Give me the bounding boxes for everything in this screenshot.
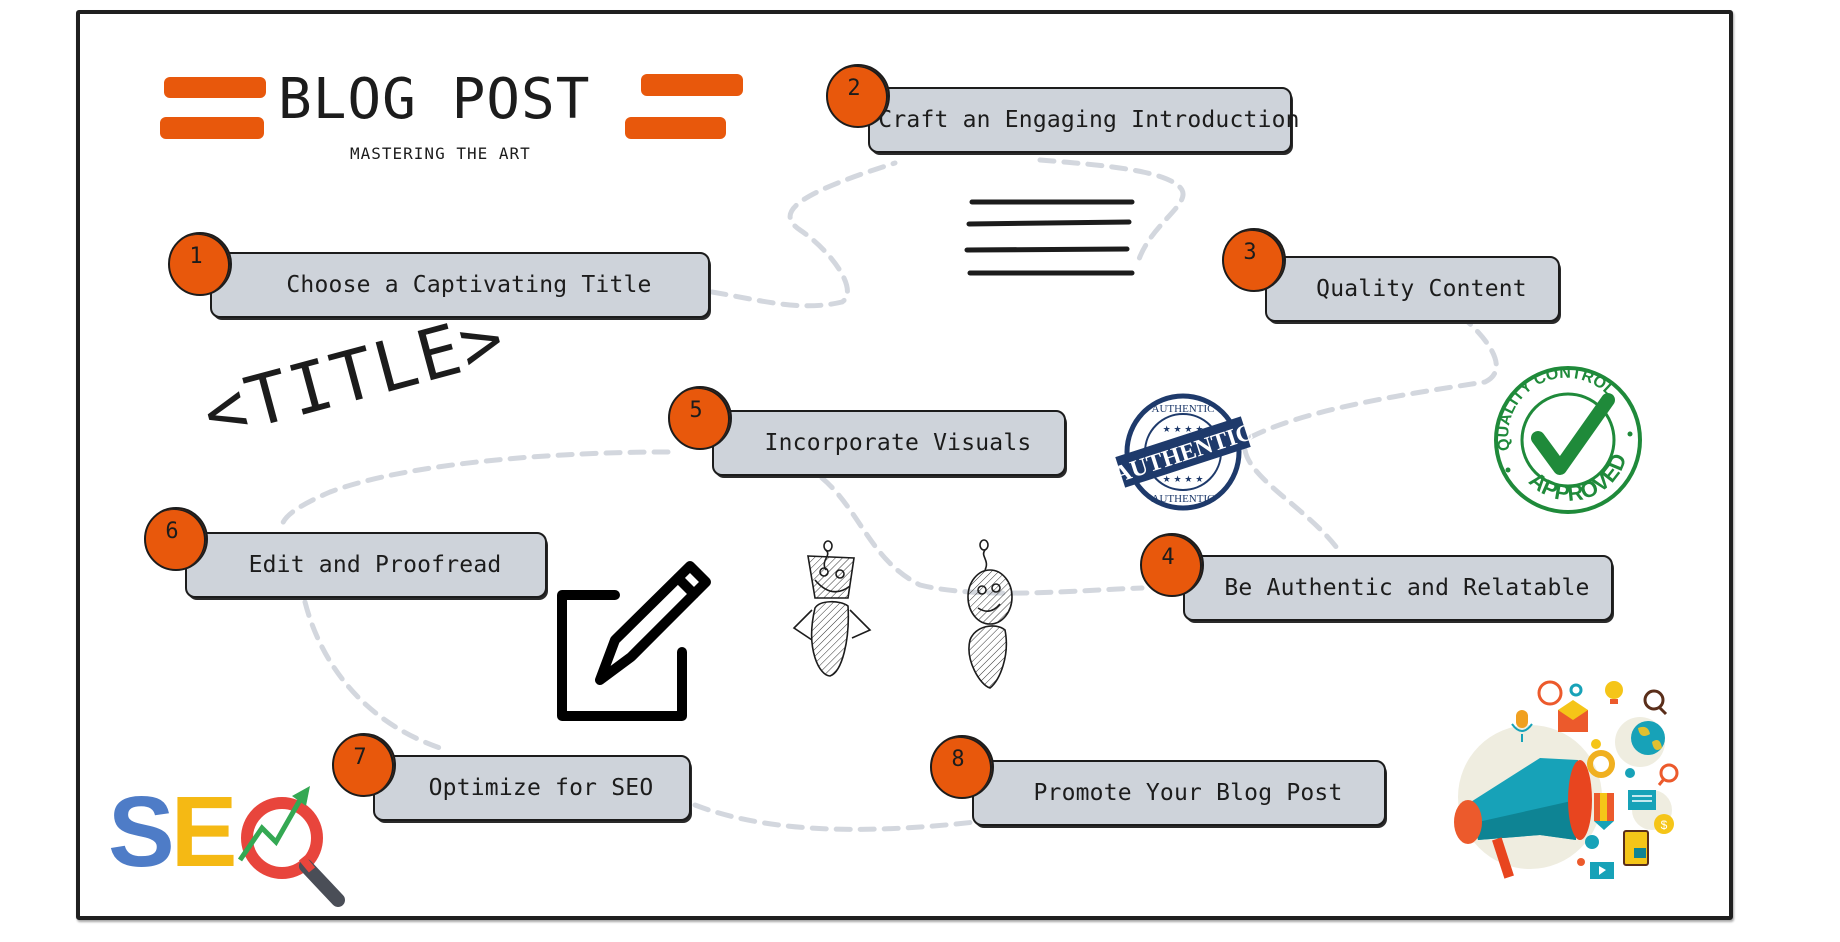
page-subtitle: MASTERING THE ART <box>350 144 531 163</box>
step-box: Craft an Engaging Introduction <box>868 87 1300 153</box>
step-box: Be Authentic and Relatable <box>1183 555 1613 621</box>
step-label: Craft an Engaging Introduction <box>878 107 1300 133</box>
step-label: Quality Content <box>1316 276 1527 302</box>
header-bar-left-top <box>164 77 266 98</box>
header-bar-left-bottom <box>160 117 264 139</box>
seo-letter-e: E <box>170 776 238 888</box>
step-number-badge: 3 <box>1222 228 1286 292</box>
header-bar-right-bottom <box>625 117 726 139</box>
step-box: Edit and Proofread <box>185 532 547 598</box>
seo-logo: SE <box>108 782 237 882</box>
canvas-frame <box>76 10 1733 920</box>
step-number-badge: 7 <box>332 733 396 797</box>
step-label: Optimize for SEO <box>428 775 654 801</box>
step-box: Quality Content <box>1265 256 1560 322</box>
step-number-badge: 8 <box>930 735 994 799</box>
header-bar-right-top <box>641 74 743 96</box>
seo-letter-s: S <box>108 776 175 888</box>
step-label: Choose a Captivating Title <box>286 272 652 298</box>
step-box: Promote Your Blog Post <box>972 760 1386 826</box>
step-label: Be Authentic and Relatable <box>1224 575 1590 601</box>
step-label: Promote Your Blog Post <box>1033 780 1343 806</box>
step-box: Optimize for SEO <box>373 755 691 821</box>
step-number-badge: 1 <box>168 232 232 296</box>
step-number-badge: 6 <box>144 507 208 571</box>
page-title: BLOG POST <box>278 67 591 132</box>
step-number-badge: 2 <box>826 64 890 128</box>
step-number-badge: 4 <box>1140 533 1204 597</box>
step-label: Edit and Proofread <box>248 552 502 578</box>
step-number-badge: 5 <box>668 386 732 450</box>
step-label: Incorporate Visuals <box>764 430 1032 456</box>
step-box: Incorporate Visuals <box>712 410 1066 476</box>
